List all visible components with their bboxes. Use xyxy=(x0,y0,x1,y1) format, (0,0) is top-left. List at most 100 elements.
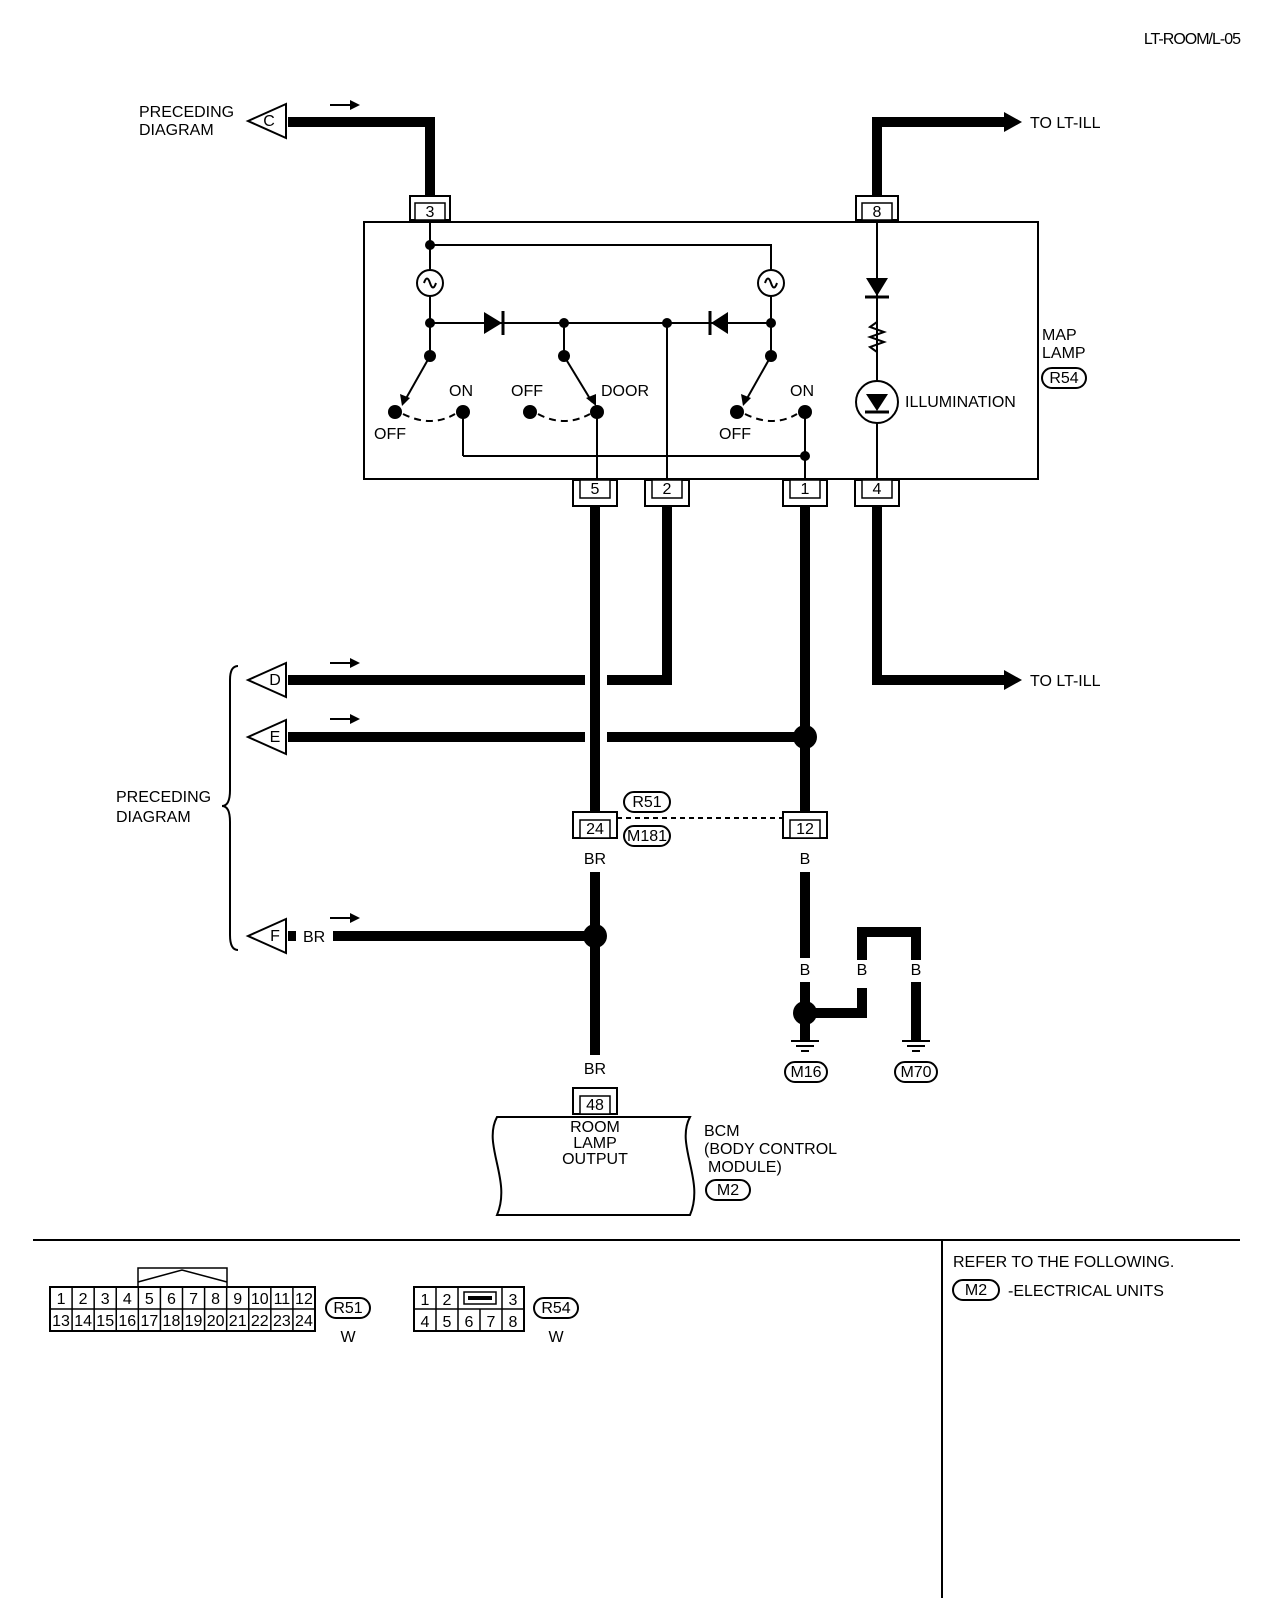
connector-cavity: 13 xyxy=(52,1313,70,1330)
bcm-func-2: LAMP xyxy=(573,1135,617,1152)
to-lt-ill-mid-label: TO LT-ILL xyxy=(1030,673,1101,690)
connector-cavity: 22 xyxy=(251,1313,269,1330)
connector-view-r54: 1 2 3 4 5 6 7 8 xyxy=(413,1286,525,1332)
direction-arrow-icon xyxy=(330,658,360,668)
connector-view-r51-id: R51 xyxy=(333,1300,362,1317)
connector-badge-m181 xyxy=(623,825,671,847)
preceding-top-label-2: DIAGRAM xyxy=(139,122,214,139)
ground-icon xyxy=(791,1040,819,1052)
svg-text:2: 2 xyxy=(663,481,672,498)
arrow-f-letter: F xyxy=(270,928,280,945)
switch-right-on: ON xyxy=(790,383,814,400)
f-wire-color: BR xyxy=(303,929,325,946)
svg-text:3: 3 xyxy=(509,1292,518,1309)
connector-cavity: 11 xyxy=(274,1291,291,1308)
pin-12: 12 xyxy=(782,811,828,839)
pin-5: 5 xyxy=(572,479,618,507)
connector-cavity: 17 xyxy=(140,1313,158,1330)
connector-cavity: 16 xyxy=(118,1313,136,1330)
connector-cavity: 8 xyxy=(211,1291,220,1308)
connector-badge-r51 xyxy=(623,791,671,813)
pin-3: 3 xyxy=(409,195,451,221)
diagram-title: LT-ROOM/L-05 xyxy=(1144,31,1241,48)
pin-48: 48 xyxy=(572,1087,618,1115)
direction-arrow-icon xyxy=(330,100,360,110)
arrow-c-letter: C xyxy=(263,113,275,130)
arrow-right-icon xyxy=(1004,670,1022,690)
svg-text:7: 7 xyxy=(487,1314,496,1331)
svg-text:24: 24 xyxy=(586,821,604,838)
connector-badge-m2 xyxy=(705,1179,751,1201)
bcm-func-1: ROOM xyxy=(570,1119,620,1136)
wire-color-b-ground-3: B xyxy=(911,962,922,979)
wire-color-br-lower: BR xyxy=(584,1061,606,1078)
svg-text:2: 2 xyxy=(443,1292,452,1309)
connector-cavity: 7 xyxy=(189,1291,198,1308)
svg-text:1: 1 xyxy=(421,1292,430,1309)
svg-text:4: 4 xyxy=(421,1314,430,1331)
arrow-e-letter: E xyxy=(270,729,281,746)
wire-color-b-ground-1: B xyxy=(800,962,811,979)
wire-color-b-ground-2: B xyxy=(857,962,868,979)
switch-left-on: ON xyxy=(449,383,473,400)
connector-cavity: 6 xyxy=(167,1291,176,1308)
connector-cavity: 19 xyxy=(185,1313,203,1330)
connector-cavity: 2 xyxy=(79,1291,88,1308)
connector-cavity: 18 xyxy=(163,1313,181,1330)
connector-cavity: 24 xyxy=(295,1313,313,1330)
arrow-e-icon xyxy=(245,718,287,756)
wire-c xyxy=(288,117,435,200)
bcm-func-3: OUTPUT xyxy=(562,1151,628,1168)
map-lamp-internal xyxy=(388,222,899,479)
svg-text:8: 8 xyxy=(873,204,882,221)
preceding-group-label-1: PRECEDING xyxy=(116,789,211,806)
preceding-top-label-1: PRECEDING xyxy=(139,104,234,121)
bcm-name-2: (BODY CONTROL xyxy=(704,1141,837,1158)
preceding-bracket xyxy=(221,665,239,951)
pin-1: 1 xyxy=(782,479,828,507)
switch-left-off: OFF xyxy=(374,426,406,443)
connector-badge-r54-view xyxy=(533,1297,579,1319)
switch-right-off: OFF xyxy=(719,426,751,443)
bcm-name-3: MODULE) xyxy=(708,1159,782,1176)
connector-cavity: 3 xyxy=(101,1291,110,1308)
wire-color-b-upper: B xyxy=(800,851,811,868)
connector-cavity: 14 xyxy=(74,1313,92,1330)
arrow-f-icon xyxy=(245,917,287,955)
connector-cavity: 4 xyxy=(123,1291,132,1308)
svg-text:6: 6 xyxy=(465,1314,474,1331)
connector-badge-r51-view xyxy=(325,1297,371,1319)
to-lt-ill-top-label: TO LT-ILL xyxy=(1030,115,1101,132)
wire-to-lt-ill-mid xyxy=(872,506,1007,685)
ground-icon xyxy=(902,1040,930,1052)
arrow-c-icon xyxy=(245,102,287,140)
reference-heading: REFER TO THE FOLLOWING. xyxy=(953,1254,1174,1271)
switch-center-door: DOOR xyxy=(601,383,649,400)
pin-24: 24 xyxy=(572,811,618,839)
map-lamp-label-1: MAP xyxy=(1042,327,1077,344)
reference-item-code: M2 xyxy=(965,1282,987,1299)
junction-upper-connector: R51 xyxy=(632,794,661,811)
wire-color-br-upper: BR xyxy=(584,851,606,868)
wire-d-right xyxy=(607,506,672,685)
connector-view-r54-color: W xyxy=(548,1329,564,1346)
connector-cavity: 10 xyxy=(251,1291,269,1308)
connector-cavity: 5 xyxy=(145,1291,154,1308)
wire-end-marker xyxy=(288,931,296,941)
preceding-group-label-2: DIAGRAM xyxy=(116,809,191,826)
switch-center-off: OFF xyxy=(511,383,543,400)
connector-cavity: 23 xyxy=(273,1313,291,1330)
illumination-label: ILLUMINATION xyxy=(905,394,1016,411)
svg-text:5: 5 xyxy=(443,1314,452,1331)
ground-badge-m16 xyxy=(784,1061,828,1083)
connector-cavity: 9 xyxy=(233,1291,242,1308)
connector-cavity: 21 xyxy=(229,1313,247,1330)
map-lamp-box xyxy=(363,221,1039,480)
junction-lower-connector: M181 xyxy=(627,828,667,845)
direction-arrow-icon xyxy=(330,913,360,923)
pin-2: 2 xyxy=(644,479,690,507)
connector-cavity: 1 xyxy=(57,1291,66,1308)
arrow-right-icon xyxy=(1004,112,1022,132)
arrow-d-icon xyxy=(245,661,287,699)
